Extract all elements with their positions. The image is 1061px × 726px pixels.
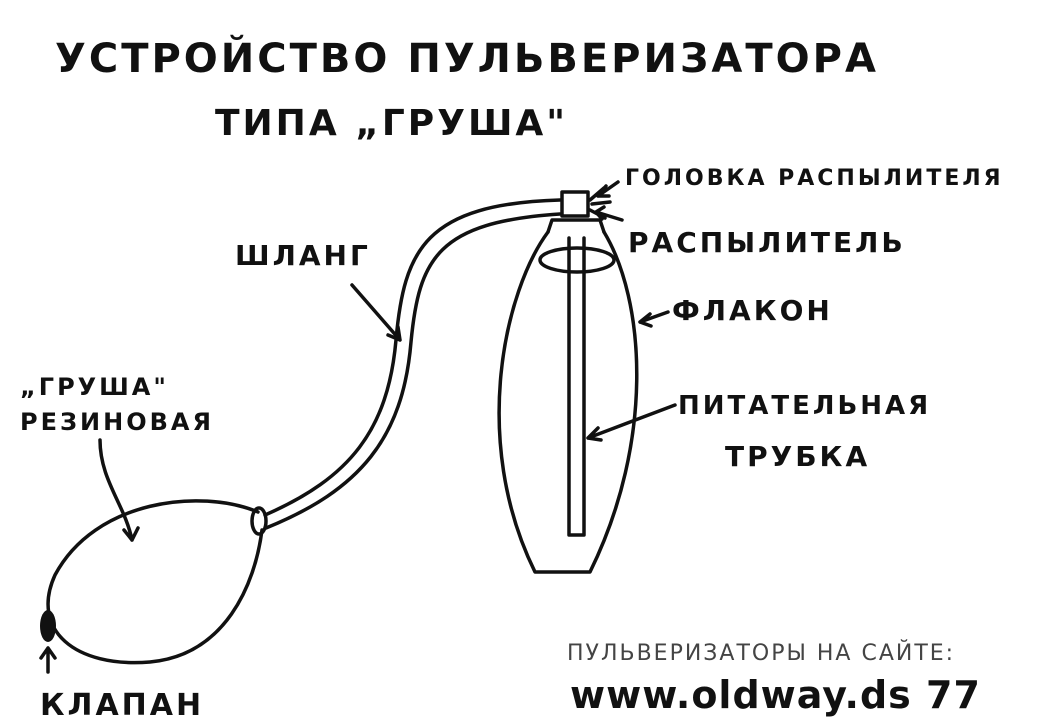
label-valve: Клапан bbox=[40, 688, 204, 723]
hose-inner bbox=[264, 212, 562, 530]
arrow-spray-head bbox=[596, 180, 620, 198]
spray-head bbox=[560, 190, 590, 218]
footer-caption: пульверизаторы на сайте: bbox=[567, 640, 955, 666]
label-feed-tube-1: Питательная bbox=[678, 391, 931, 421]
label-atomizer: Распылитель bbox=[628, 226, 906, 259]
rubber-bulb bbox=[46, 499, 264, 665]
label-feed-tube-2: трубка bbox=[725, 440, 870, 473]
arrow-bulb bbox=[98, 438, 140, 542]
title-line-1: Устройство пульверизатора bbox=[55, 34, 879, 82]
arrow-atomizer bbox=[594, 205, 624, 222]
label-bottle: Флакон bbox=[672, 294, 833, 327]
arrow-feed-tube bbox=[586, 403, 677, 442]
bulb-neck bbox=[250, 506, 268, 536]
label-bulb-1: „Груша" bbox=[20, 373, 169, 401]
atomizer-collar bbox=[538, 246, 616, 274]
bottle-body bbox=[497, 230, 639, 574]
label-hose: Шланг bbox=[235, 239, 371, 272]
arrow-hose bbox=[350, 283, 402, 342]
valve-icon bbox=[40, 610, 56, 642]
label-spray-head: Головка распылителя bbox=[625, 166, 1004, 191]
title-line-2: типа „Груша" bbox=[215, 103, 568, 144]
arrow-bottle bbox=[638, 310, 670, 328]
bottle-neck bbox=[546, 218, 606, 234]
feed-tube bbox=[567, 236, 586, 537]
footer-website: www.oldway.ds 77 bbox=[570, 673, 981, 717]
label-bulb-2: резиновая bbox=[20, 408, 214, 436]
arrow-valve bbox=[39, 646, 57, 674]
